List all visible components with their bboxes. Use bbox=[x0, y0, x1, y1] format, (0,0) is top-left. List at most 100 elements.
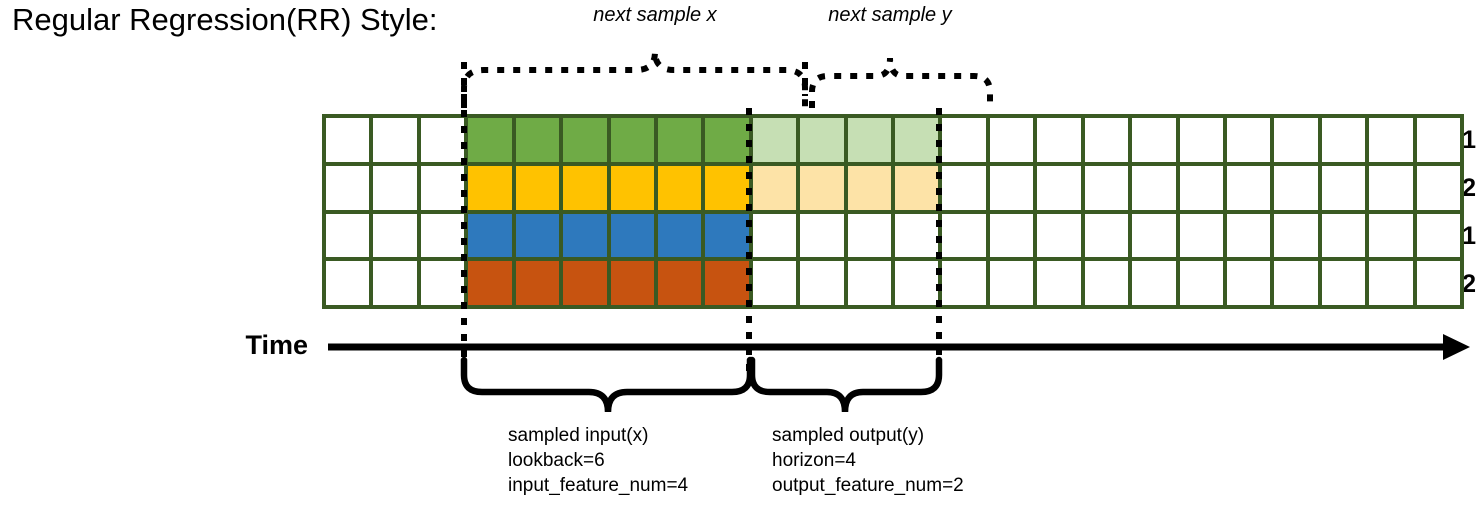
caption-sampled-output-line-2: output_feature_num=2 bbox=[772, 475, 964, 496]
grid-cell-extra-feature-1-1 bbox=[373, 213, 417, 258]
grid-cell-target-1-9 bbox=[752, 118, 797, 162]
brace-label-next-sample-y: next sample y bbox=[828, 4, 952, 26]
grid-cell-extra-feature-1-5 bbox=[563, 213, 607, 258]
time-axis-arrow bbox=[328, 334, 1470, 360]
grid-cell-target-1-10 bbox=[800, 118, 844, 162]
grid-cell-extra-feature-2-15 bbox=[1037, 261, 1081, 305]
grid-cell-target-1-19 bbox=[1226, 118, 1271, 162]
grid-cell-target-2-18 bbox=[1179, 165, 1223, 210]
grid-cell-target-2-6 bbox=[610, 165, 654, 210]
grid-cell-extra-feature-1-13 bbox=[942, 213, 986, 258]
grid-cell-target-2-11 bbox=[847, 165, 891, 210]
grid-cell-target-1-20 bbox=[1274, 118, 1318, 162]
caption-sampled-output-line-0: sampled output(y) bbox=[772, 425, 925, 446]
top-brace-next-sample-x bbox=[461, 51, 808, 108]
caption-sampled-output-line-1: horizon=4 bbox=[772, 450, 856, 471]
grid-cell-extra-feature-1-21 bbox=[1321, 213, 1366, 258]
time-axis-label: Time bbox=[245, 330, 308, 360]
grid-cell-extra-feature-2-16 bbox=[1084, 261, 1129, 305]
grid-cell-target-1-23 bbox=[1416, 118, 1460, 162]
grid-cell-target-1-5 bbox=[563, 118, 607, 162]
grid-cell-extra-feature-2-19 bbox=[1226, 261, 1271, 305]
grid-cell-target-2-8 bbox=[705, 165, 749, 210]
grid-cell-extra-feature-1-14 bbox=[989, 213, 1034, 258]
grid-cell-target-1-21 bbox=[1321, 118, 1366, 162]
grid-cell-target-2-0 bbox=[326, 165, 370, 210]
grid-cell-extra-feature-1-17 bbox=[1132, 213, 1176, 258]
grid-cell-extra-feature-2-11 bbox=[847, 261, 891, 305]
grid-cell-target-1-17 bbox=[1132, 118, 1176, 162]
caption-sampled-output: sampled output(y) horizon=4 output_feature… bbox=[772, 423, 964, 498]
grid-cell-extra-feature-1-19 bbox=[1226, 213, 1271, 258]
grid-cell-extra-feature-2-9 bbox=[752, 261, 797, 305]
grid-cell-extra-feature-2-0 bbox=[326, 261, 370, 305]
grid-cell-target-2-14 bbox=[989, 165, 1034, 210]
grid-cell-target-1-3 bbox=[468, 118, 512, 162]
grid-cell-extra-feature-1-20 bbox=[1274, 213, 1318, 258]
grid-cell-extra-feature-2-2 bbox=[420, 261, 465, 305]
grid-cell-target-2-5 bbox=[563, 165, 607, 210]
grid-cell-extra-feature-2-14 bbox=[989, 261, 1034, 305]
grid-cell-extra-feature-1-9 bbox=[752, 213, 797, 258]
grid-cell-target-1-13 bbox=[942, 118, 986, 162]
grid-cell-target-2-4 bbox=[515, 165, 560, 210]
grid-cell-target-1-14 bbox=[989, 118, 1034, 162]
grid-cell-extra-feature-2-3 bbox=[468, 261, 512, 305]
grid-cell-target-1-7 bbox=[657, 118, 702, 162]
grid-cell-extra-feature-1-23 bbox=[1416, 213, 1460, 258]
grid-cell-target-2-23 bbox=[1416, 165, 1460, 210]
grid-cell-target-2-3 bbox=[468, 165, 512, 210]
grid-cell-target-1-16 bbox=[1084, 118, 1129, 162]
caption-sampled-input-line-2: input_feature_num=4 bbox=[508, 475, 689, 496]
grid-cell-target-2-10 bbox=[800, 165, 844, 210]
grid-cell-target-1-0 bbox=[326, 118, 370, 162]
grid-cell-target-1-18 bbox=[1179, 118, 1223, 162]
grid-cell-extra-feature-1-15 bbox=[1037, 213, 1081, 258]
grid-cell-target-2-7 bbox=[657, 165, 702, 210]
grid-cell-target-1-12 bbox=[895, 118, 939, 162]
page-title: Regular Regression(RR) Style: bbox=[12, 2, 438, 37]
grid-cell-extra-feature-1-8 bbox=[705, 213, 749, 258]
grid-cell-target-1-11 bbox=[847, 118, 891, 162]
top-brace-next-sample-y bbox=[809, 57, 993, 108]
grid-cell-extra-feature-1-2 bbox=[420, 213, 465, 258]
grid-cell-extra-feature-1-10 bbox=[800, 213, 844, 258]
grid-cell-extra-feature-2-12 bbox=[895, 261, 939, 305]
grid-cell-target-1-2 bbox=[420, 118, 465, 162]
grid-cell-target-1-6 bbox=[610, 118, 654, 162]
grid-cell-extra-feature-1-3 bbox=[468, 213, 512, 258]
grid-cell-target-2-15 bbox=[1037, 165, 1081, 210]
grid-cell-target-2-19 bbox=[1226, 165, 1271, 210]
grid-cell-extra-feature-2-21 bbox=[1321, 261, 1366, 305]
bottom-brace-sampled-input bbox=[460, 356, 754, 413]
grid-cell-target-1-1 bbox=[373, 118, 417, 162]
caption-sampled-input-line-0: sampled input(x) bbox=[508, 425, 649, 446]
grid-cell-extra-feature-1-11 bbox=[847, 213, 891, 258]
grid-cell-target-2-20 bbox=[1274, 165, 1318, 210]
grid-cell-extra-feature-1-0 bbox=[326, 213, 370, 258]
grid-cell-extra-feature-2-7 bbox=[657, 261, 702, 305]
grid-cell-target-2-21 bbox=[1321, 165, 1366, 210]
brace-label-next-sample-x: next sample x bbox=[593, 4, 717, 26]
grid-cell-extra-feature-2-23 bbox=[1416, 261, 1460, 305]
grid-cell-extra-feature-1-12 bbox=[895, 213, 939, 258]
grid-cell-target-2-22 bbox=[1369, 165, 1413, 210]
grid-cell-extra-feature-2-22 bbox=[1369, 261, 1413, 305]
grid-cell-target-2-12 bbox=[895, 165, 939, 210]
grid-cell-extra-feature-2-4 bbox=[515, 261, 560, 305]
grid-cell-target-2-13 bbox=[942, 165, 986, 210]
grid-cell-target-1-15 bbox=[1037, 118, 1081, 162]
grid-cell-extra-feature-1-4 bbox=[515, 213, 560, 258]
grid-cell-target-1-22 bbox=[1369, 118, 1413, 162]
grid-cell-extra-feature-2-1 bbox=[373, 261, 417, 305]
grid-cell-extra-feature-1-7 bbox=[657, 213, 702, 258]
grid-cell-target-2-16 bbox=[1084, 165, 1129, 210]
grid-cell-extra-feature-2-18 bbox=[1179, 261, 1223, 305]
grid-cell-extra-feature-1-22 bbox=[1369, 213, 1413, 258]
grid-cell-extra-feature-1-6 bbox=[610, 213, 654, 258]
grid-cell-extra-feature-2-5 bbox=[563, 261, 607, 305]
grid-cell-extra-feature-2-6 bbox=[610, 261, 654, 305]
grid-cell-extra-feature-1-18 bbox=[1179, 213, 1223, 258]
